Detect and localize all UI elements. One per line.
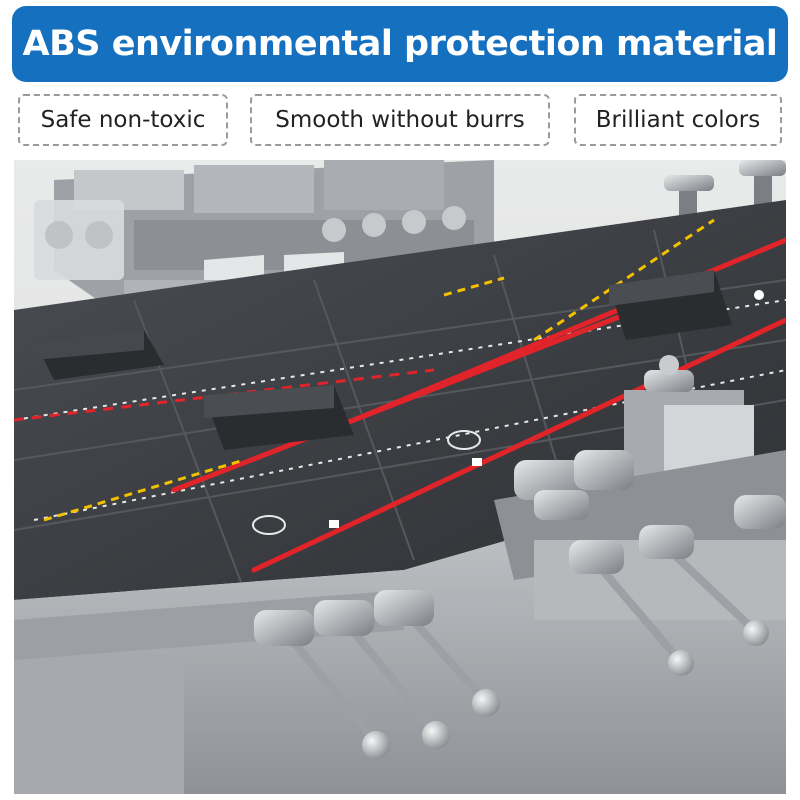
feature-badge-colors: Brilliant colors — [574, 94, 782, 146]
feature-badge-smooth: Smooth without burrs — [250, 94, 550, 146]
title-banner: ABS environmental protection material — [12, 6, 788, 82]
deck-guns — [254, 450, 786, 759]
carrier-illustration — [14, 160, 786, 794]
banner-title: ABS environmental protection material — [22, 24, 778, 64]
feature-list: Safe non-toxic Smooth without burrs Bril… — [0, 94, 800, 148]
feature-badge-safe: Safe non-toxic — [18, 94, 228, 146]
product-photo — [14, 160, 786, 794]
